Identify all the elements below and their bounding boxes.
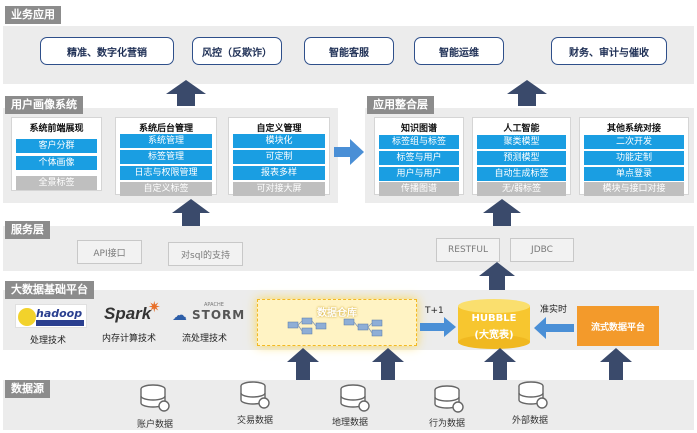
- restful-box[interactable]: RESTFUL: [436, 238, 500, 262]
- hadoop-logo: hadoop: [15, 304, 87, 328]
- t-plus-one-label: T+1: [425, 306, 444, 316]
- portrait-panel-custom: 自定义管理 模块化 可定制 报表多样 可对接大屏: [228, 117, 330, 196]
- storm-logo: ☁ APACHE STORM: [172, 302, 252, 326]
- datasource-geo-label: 地理数据: [331, 418, 368, 428]
- datasource-external-label: 外部数据: [511, 416, 548, 426]
- data-warehouse-title: 数据仓库: [317, 308, 357, 319]
- arrow-up-integration-to-business: [507, 80, 547, 106]
- spark-logo: Spark ✷: [100, 298, 170, 326]
- section-tag-business: 业务应用: [5, 6, 61, 24]
- arrow-up-service-to-portrait: [172, 199, 210, 229]
- arrow-up-source-3: [484, 348, 516, 384]
- section-tag-service: 服务层: [5, 221, 50, 239]
- panel-title: 系统后台管理: [138, 124, 193, 134]
- arrow-up-hubble-to-service: [479, 262, 515, 298]
- item-individual-profile[interactable]: 个体画像: [16, 156, 97, 170]
- arrow-up-source-2: [372, 348, 404, 384]
- hubble-database-icon[interactable]: [456, 298, 532, 350]
- app-finance-button[interactable]: 财务、审计与催收: [551, 37, 667, 65]
- item-customizable[interactable]: 可定制: [233, 150, 325, 164]
- panel-title: 知识图谱: [400, 124, 437, 134]
- app-marketing-button[interactable]: 精准、数字化营销: [40, 37, 174, 65]
- item-modular[interactable]: 模块化: [233, 134, 325, 148]
- item-system-management[interactable]: 系统管理: [120, 134, 212, 148]
- datasource-behavior-label: 行为数据: [428, 419, 465, 429]
- integration-panel-other: 其他系统对接 二次开发 功能定制 单点登录 模块与接口对接: [579, 117, 689, 196]
- hadoop-logo-text: hadoop: [36, 307, 83, 320]
- database-external-icon: [518, 381, 548, 409]
- realtime-label: 准实时: [540, 305, 568, 315]
- item-custom-tags: 自定义标签: [120, 182, 212, 196]
- section-tag-bigdata: 大数据基础平台: [5, 281, 94, 299]
- hadoop-elephant-icon: [18, 308, 36, 326]
- section-tag-datasource: 数据源: [5, 380, 50, 398]
- spark-label: 内存计算技术: [102, 334, 157, 344]
- integration-panel-knowledge: 知识图谱 标签组与标签 标签与用户 用户与用户 传播图谱: [374, 117, 464, 196]
- database-account-icon: [140, 384, 170, 412]
- app-ops-button[interactable]: 智能运维: [414, 37, 504, 65]
- arrow-up-source-4: [600, 348, 632, 384]
- item-tag-groups[interactable]: 标签组与标签: [379, 135, 459, 149]
- arrow-up-service-to-integration: [483, 199, 521, 229]
- hubble-subtitle: (大宽表): [474, 330, 514, 341]
- panel-title: 自定义管理: [256, 124, 302, 134]
- integration-panel-ai: 人工智能 聚类模型 预测模型 自动生成标签 无/弱标签: [472, 117, 571, 196]
- hubble-title: HUBBLE: [471, 313, 517, 324]
- warehouse-flow-icon: [287, 317, 383, 337]
- portrait-panel-backend: 系统后台管理 系统管理 标签管理 日志与权限管理 自定义标签: [115, 117, 217, 196]
- panel-title: 其他系统对接: [606, 124, 661, 134]
- item-weak-tags: 无/弱标签: [477, 182, 566, 196]
- section-tag-portrait: 用户画像系统: [5, 96, 83, 114]
- storm-logo-text: STORM: [192, 308, 246, 322]
- item-feature-custom[interactable]: 功能定制: [584, 151, 684, 165]
- sql-support-box[interactable]: 对sql的支持: [168, 242, 243, 266]
- arrow-up-portrait-to-business: [166, 80, 206, 106]
- jdbc-box[interactable]: JDBC: [510, 238, 574, 262]
- storm-label: 流处理技术: [182, 334, 228, 344]
- stream-platform-box[interactable]: 流式数据平台: [577, 306, 659, 346]
- data-warehouse[interactable]: 数据仓库: [257, 299, 417, 346]
- section-tag-integration: 应用整合层: [367, 96, 434, 114]
- panel-title: 人工智能: [503, 124, 540, 134]
- spark-star-icon: ✷: [148, 298, 161, 316]
- item-sso[interactable]: 单点登录: [584, 167, 684, 181]
- database-geo-icon: [340, 384, 370, 412]
- hadoop-logo-bar: [36, 320, 84, 326]
- spark-logo-text: Spark: [104, 304, 152, 323]
- item-predict-model[interactable]: 预测模型: [477, 151, 566, 165]
- hadoop-label: 处理技术: [30, 336, 67, 346]
- item-propagation-graph: 传播图谱: [379, 182, 459, 196]
- storm-logo-small-text: APACHE: [204, 302, 224, 308]
- api-interface-box[interactable]: API接口: [77, 240, 142, 264]
- item-big-screen: 可对接大屏: [233, 182, 325, 196]
- item-log-permission[interactable]: 日志与权限管理: [120, 166, 212, 180]
- item-customer-segment[interactable]: 客户分群: [16, 139, 97, 153]
- storm-cloud-icon: ☁: [172, 306, 187, 324]
- portrait-panel-frontend: 系统前端展现 客户分群 个体画像 全景标签: [11, 117, 102, 191]
- item-cluster-model[interactable]: 聚类模型: [477, 135, 566, 149]
- arrow-right-portrait-to-integration: [334, 139, 364, 165]
- datasource-account-label: 账户数据: [136, 420, 173, 430]
- arrow-right-warehouse-to-hubble: [420, 317, 456, 337]
- arrow-up-source-1: [287, 348, 319, 384]
- database-transaction-icon: [240, 381, 270, 409]
- datasource-transaction-label: 交易数据: [236, 416, 273, 426]
- item-tag-management[interactable]: 标签管理: [120, 150, 212, 164]
- arrow-left-stream-to-hubble: [534, 317, 574, 339]
- app-service-button[interactable]: 智能客服: [304, 37, 394, 65]
- item-auto-tags[interactable]: 自动生成标签: [477, 167, 566, 181]
- item-panorama-tags: 全景标签: [16, 176, 97, 190]
- item-reports[interactable]: 报表多样: [233, 166, 325, 180]
- app-risk-button[interactable]: 风控（反欺诈）: [192, 37, 282, 65]
- item-tags-users[interactable]: 标签与用户: [379, 151, 459, 165]
- item-users-users[interactable]: 用户与用户: [379, 167, 459, 181]
- panel-title: 系统前端展现: [29, 124, 84, 134]
- item-module-interface: 模块与接口对接: [584, 182, 684, 196]
- database-behavior-icon: [434, 385, 464, 413]
- item-secondary-dev[interactable]: 二次开发: [584, 135, 684, 149]
